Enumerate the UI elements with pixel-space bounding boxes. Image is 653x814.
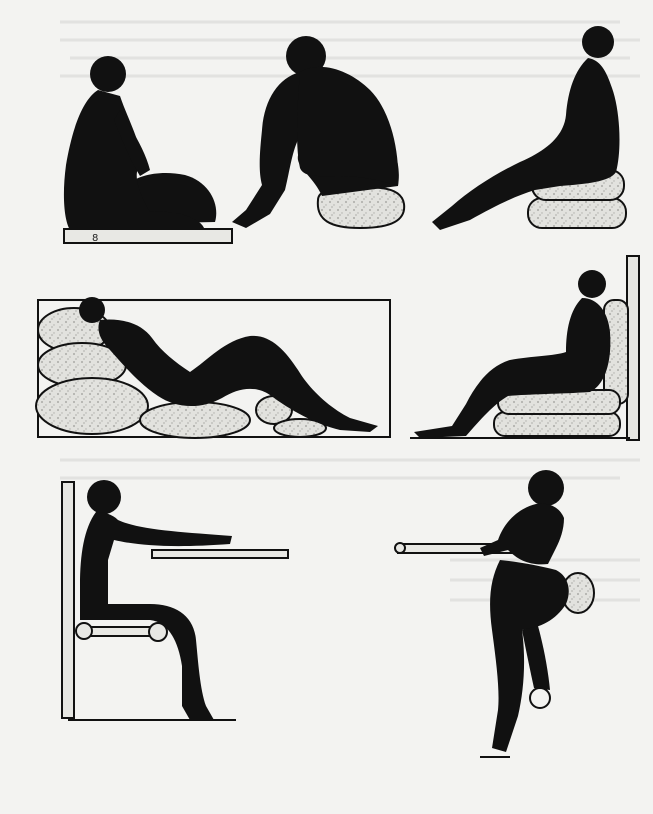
panel-sit-stool-holding-bar: [62, 480, 288, 720]
cushion-bottom: [528, 198, 626, 228]
foot-ball: [530, 688, 550, 708]
board-mark-label: 8: [92, 233, 98, 244]
silhouette-figure-6: [80, 480, 232, 720]
seat-cushion-bottom: [494, 412, 620, 436]
pillow-hip: [140, 402, 250, 438]
handle-bar-end: [395, 543, 405, 553]
handle-bar: [152, 550, 288, 558]
stool-bar: [76, 623, 167, 641]
wall-left: [62, 482, 74, 718]
panel-reclining-on-pillows: [36, 297, 390, 438]
floor-board: [64, 229, 232, 243]
pillow-stack-3: [36, 378, 148, 434]
silhouette-figure-7: [480, 470, 569, 752]
panel-standing-squat-holding-bar: [395, 470, 594, 757]
panel-sit-against-wall: [410, 256, 639, 440]
panel-squat-on-cushion: [232, 36, 404, 228]
panel-kneeling-on-board: 8: [64, 56, 232, 244]
